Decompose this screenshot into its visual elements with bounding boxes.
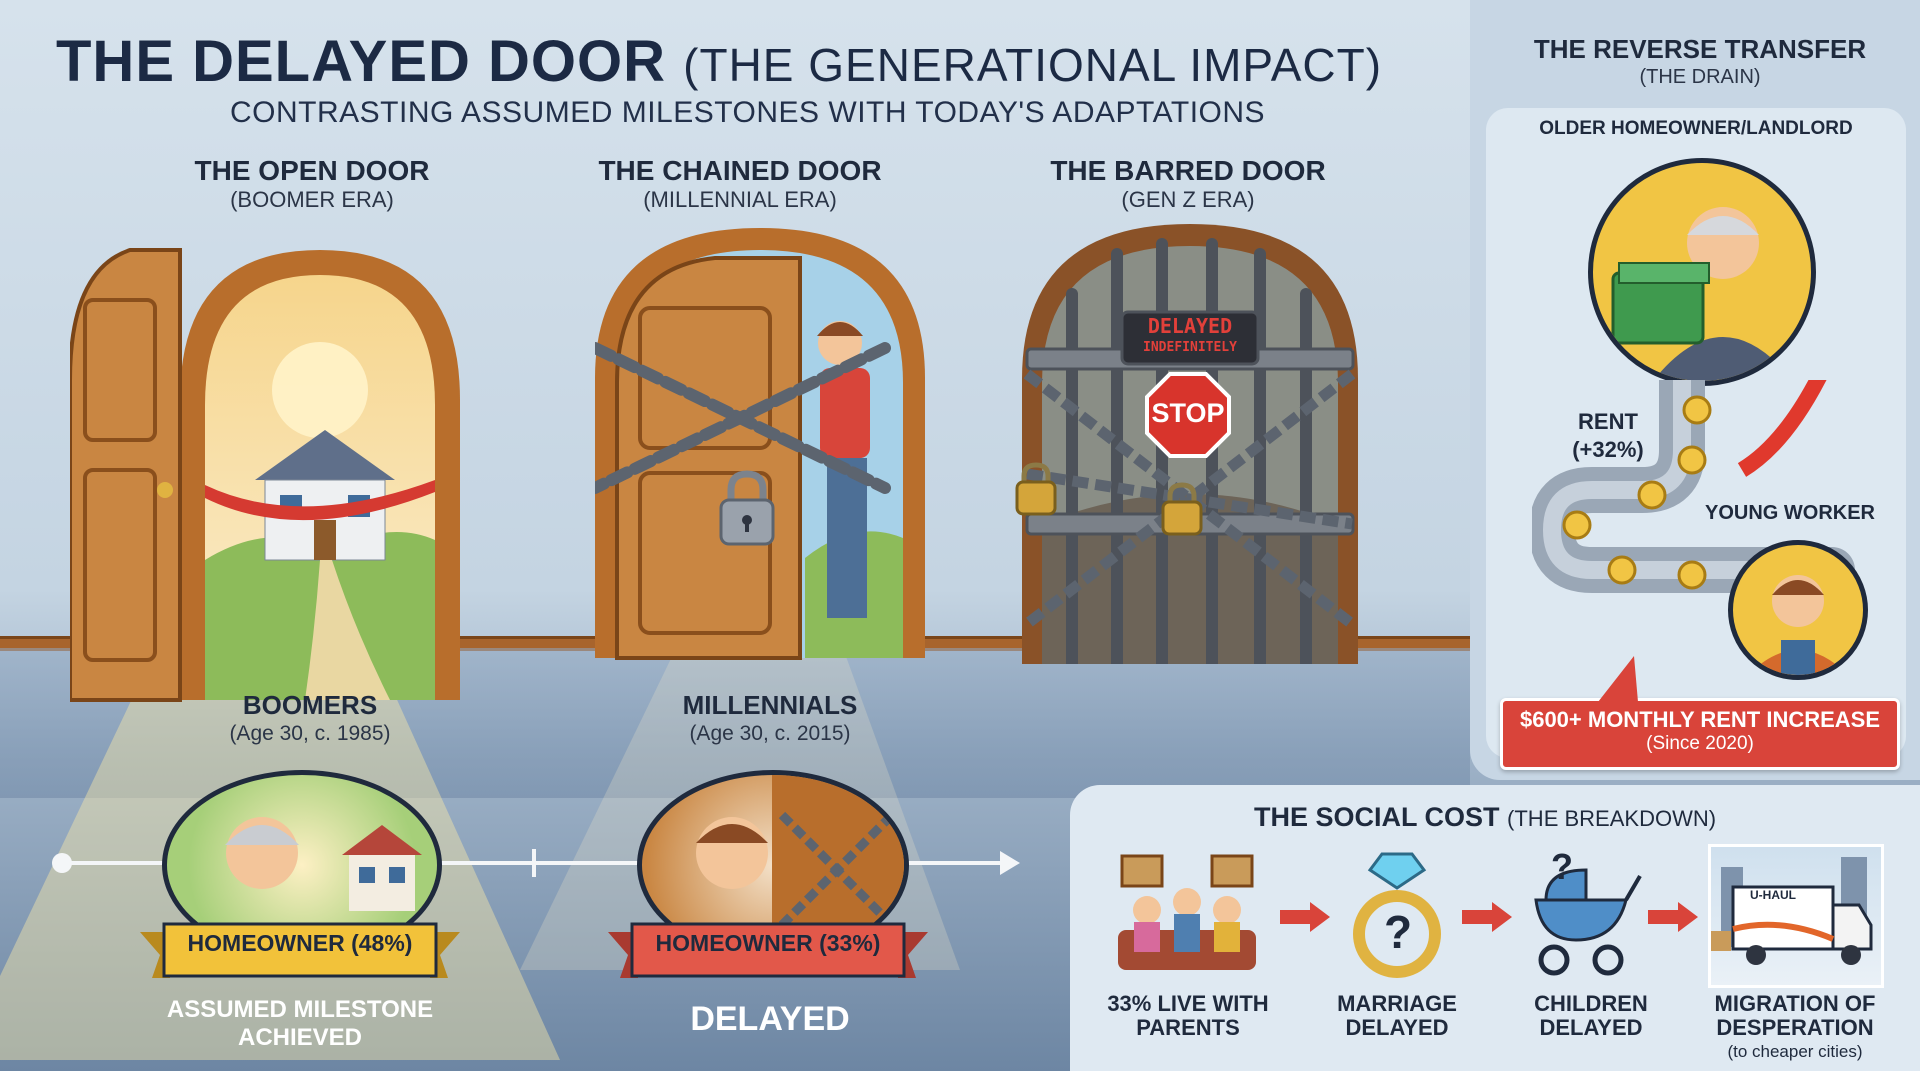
reverse-transfer-subtitle: (THE DRAIN) — [1639, 66, 1761, 88]
padlock-icon — [719, 470, 775, 546]
avatar — [1748, 575, 1848, 675]
callout-pointer — [1598, 656, 1638, 702]
door-open-era: (BOOMER ERA) — [230, 187, 394, 212]
social-item-parents: 33% LIVE WITH PARENTS — [1096, 992, 1280, 1040]
page-title: THE DELAYED DOOR (THE GENERATIONAL IMPAC… — [56, 29, 1383, 94]
rent-increase-callout: $600+ MONTHLY RENT INCREASE (Since 2020) — [1500, 698, 1900, 770]
padlock-icon — [1161, 482, 1203, 536]
rent-change: (+32%) — [1572, 437, 1644, 462]
door-chained-title: THE CHAINED DOOR — [598, 155, 882, 186]
barred-sign-line2: INDEFINITELY — [1143, 340, 1237, 355]
social-item-children: CHILDREN DELAYED — [1506, 992, 1676, 1040]
millennials-name: MILLENNIALS — [682, 690, 858, 720]
social-item-marriage-line2: DELAYED — [1345, 1015, 1449, 1040]
stop-sign-icon — [1145, 372, 1231, 458]
barred-sign: DELAYED INDEFINITELY — [1122, 315, 1258, 359]
social-cost-title: THE SOCIAL COST (THE BREAKDOWN) — [1254, 802, 1716, 833]
avatar — [1611, 207, 1793, 381]
social-item-migration-note: (to cheaper cities) — [1727, 1042, 1863, 1061]
rent-increase-line2: (Since 2020) — [1646, 733, 1754, 754]
young-worker-label: YOUNG WORKER — [1705, 502, 1875, 524]
millennials-age: (Age 30, c. 2015) — [689, 722, 851, 745]
door-barred-era: (GEN Z ERA) — [1121, 187, 1255, 212]
stroller-icon — [1534, 868, 1642, 976]
millennials-outcome: DELAYED — [690, 1000, 850, 1038]
stroller-question-mark: ? — [1551, 846, 1573, 887]
padlock-icon — [1015, 462, 1057, 516]
page-subtitle: CONTRASTING ASSUMED MILESTONES WITH TODA… — [230, 96, 1266, 129]
arrow-right-icon — [1462, 902, 1512, 932]
boomers-outcome: ASSUMED MILESTONE ACHIEVED — [130, 996, 470, 1052]
millennials-badge-ribbon — [608, 922, 928, 978]
door-open-icon — [70, 248, 460, 702]
social-item-children-line1: CHILDREN — [1534, 991, 1648, 1016]
arrow-right-icon — [1648, 902, 1698, 932]
boomers-badge: HOMEOWNER (48%) — [187, 930, 413, 956]
door-open-title: THE OPEN DOOR — [194, 155, 430, 186]
millennials-badge: HOMEOWNER (33%) — [655, 930, 881, 956]
city-scene — [1708, 844, 1884, 988]
door-barred-title: THE BARRED DOOR — [1050, 155, 1326, 186]
social-item-parents-line2: PARENTS — [1136, 1015, 1240, 1040]
social-item-marriage: MARRIAGE DELAYED — [1312, 992, 1482, 1040]
truck-sign: U-HAUL — [1750, 888, 1796, 902]
social-item-migration: MIGRATION OF DESPERATION (to cheaper cit… — [1690, 992, 1900, 1064]
ring-question-mark: ? — [1383, 906, 1413, 958]
social-item-children-line2: DELAYED — [1539, 1015, 1643, 1040]
rent-increase-line1: $600+ MONTHLY RENT INCREASE — [1519, 707, 1881, 732]
social-cost-title-paren: (THE BREAKDOWN) — [1507, 806, 1717, 831]
rent-label-text: RENT — [1578, 409, 1638, 434]
boomers-name: BOOMERS — [242, 690, 378, 720]
family-couch-icon — [1118, 854, 1256, 970]
arrow-right-icon — [1280, 902, 1330, 932]
boomers-outcome-line1: ASSUMED MILESTONE — [166, 996, 434, 1023]
social-cost-title-main: THE SOCIAL COST — [1254, 802, 1500, 832]
young-worker-portrait — [1728, 540, 1868, 680]
rent-label: RENT (+32%) — [1548, 408, 1668, 464]
social-item-migration-line2: DESPERATION — [1716, 1015, 1874, 1040]
reverse-transfer-title: THE REVERSE TRANSFER — [1533, 34, 1867, 64]
older-homeowner-label: OLDER HOMEOWNER/LANDLORD — [1539, 118, 1853, 139]
social-item-parents-line1: 33% LIVE WITH — [1107, 991, 1269, 1016]
door-chained-icon — [595, 228, 925, 660]
social-item-migration-line1: MIGRATION OF — [1714, 991, 1876, 1016]
stop-sign-text: STOP — [1151, 398, 1225, 428]
boomers-badge-ribbon — [140, 922, 460, 978]
barred-sign-line1: DELAYED — [1147, 314, 1233, 338]
boomers-outcome-line2: ACHIEVED — [237, 1024, 363, 1051]
ring-icon — [1353, 852, 1441, 978]
landlord-portrait — [1588, 158, 1816, 386]
moving-truck-icon — [1711, 857, 1873, 965]
social-item-marriage-line1: MARRIAGE — [1337, 991, 1457, 1016]
boomers-age: (Age 30, c. 1985) — [229, 722, 391, 745]
door-chained-era: (MILLENNIAL ERA) — [643, 187, 837, 212]
